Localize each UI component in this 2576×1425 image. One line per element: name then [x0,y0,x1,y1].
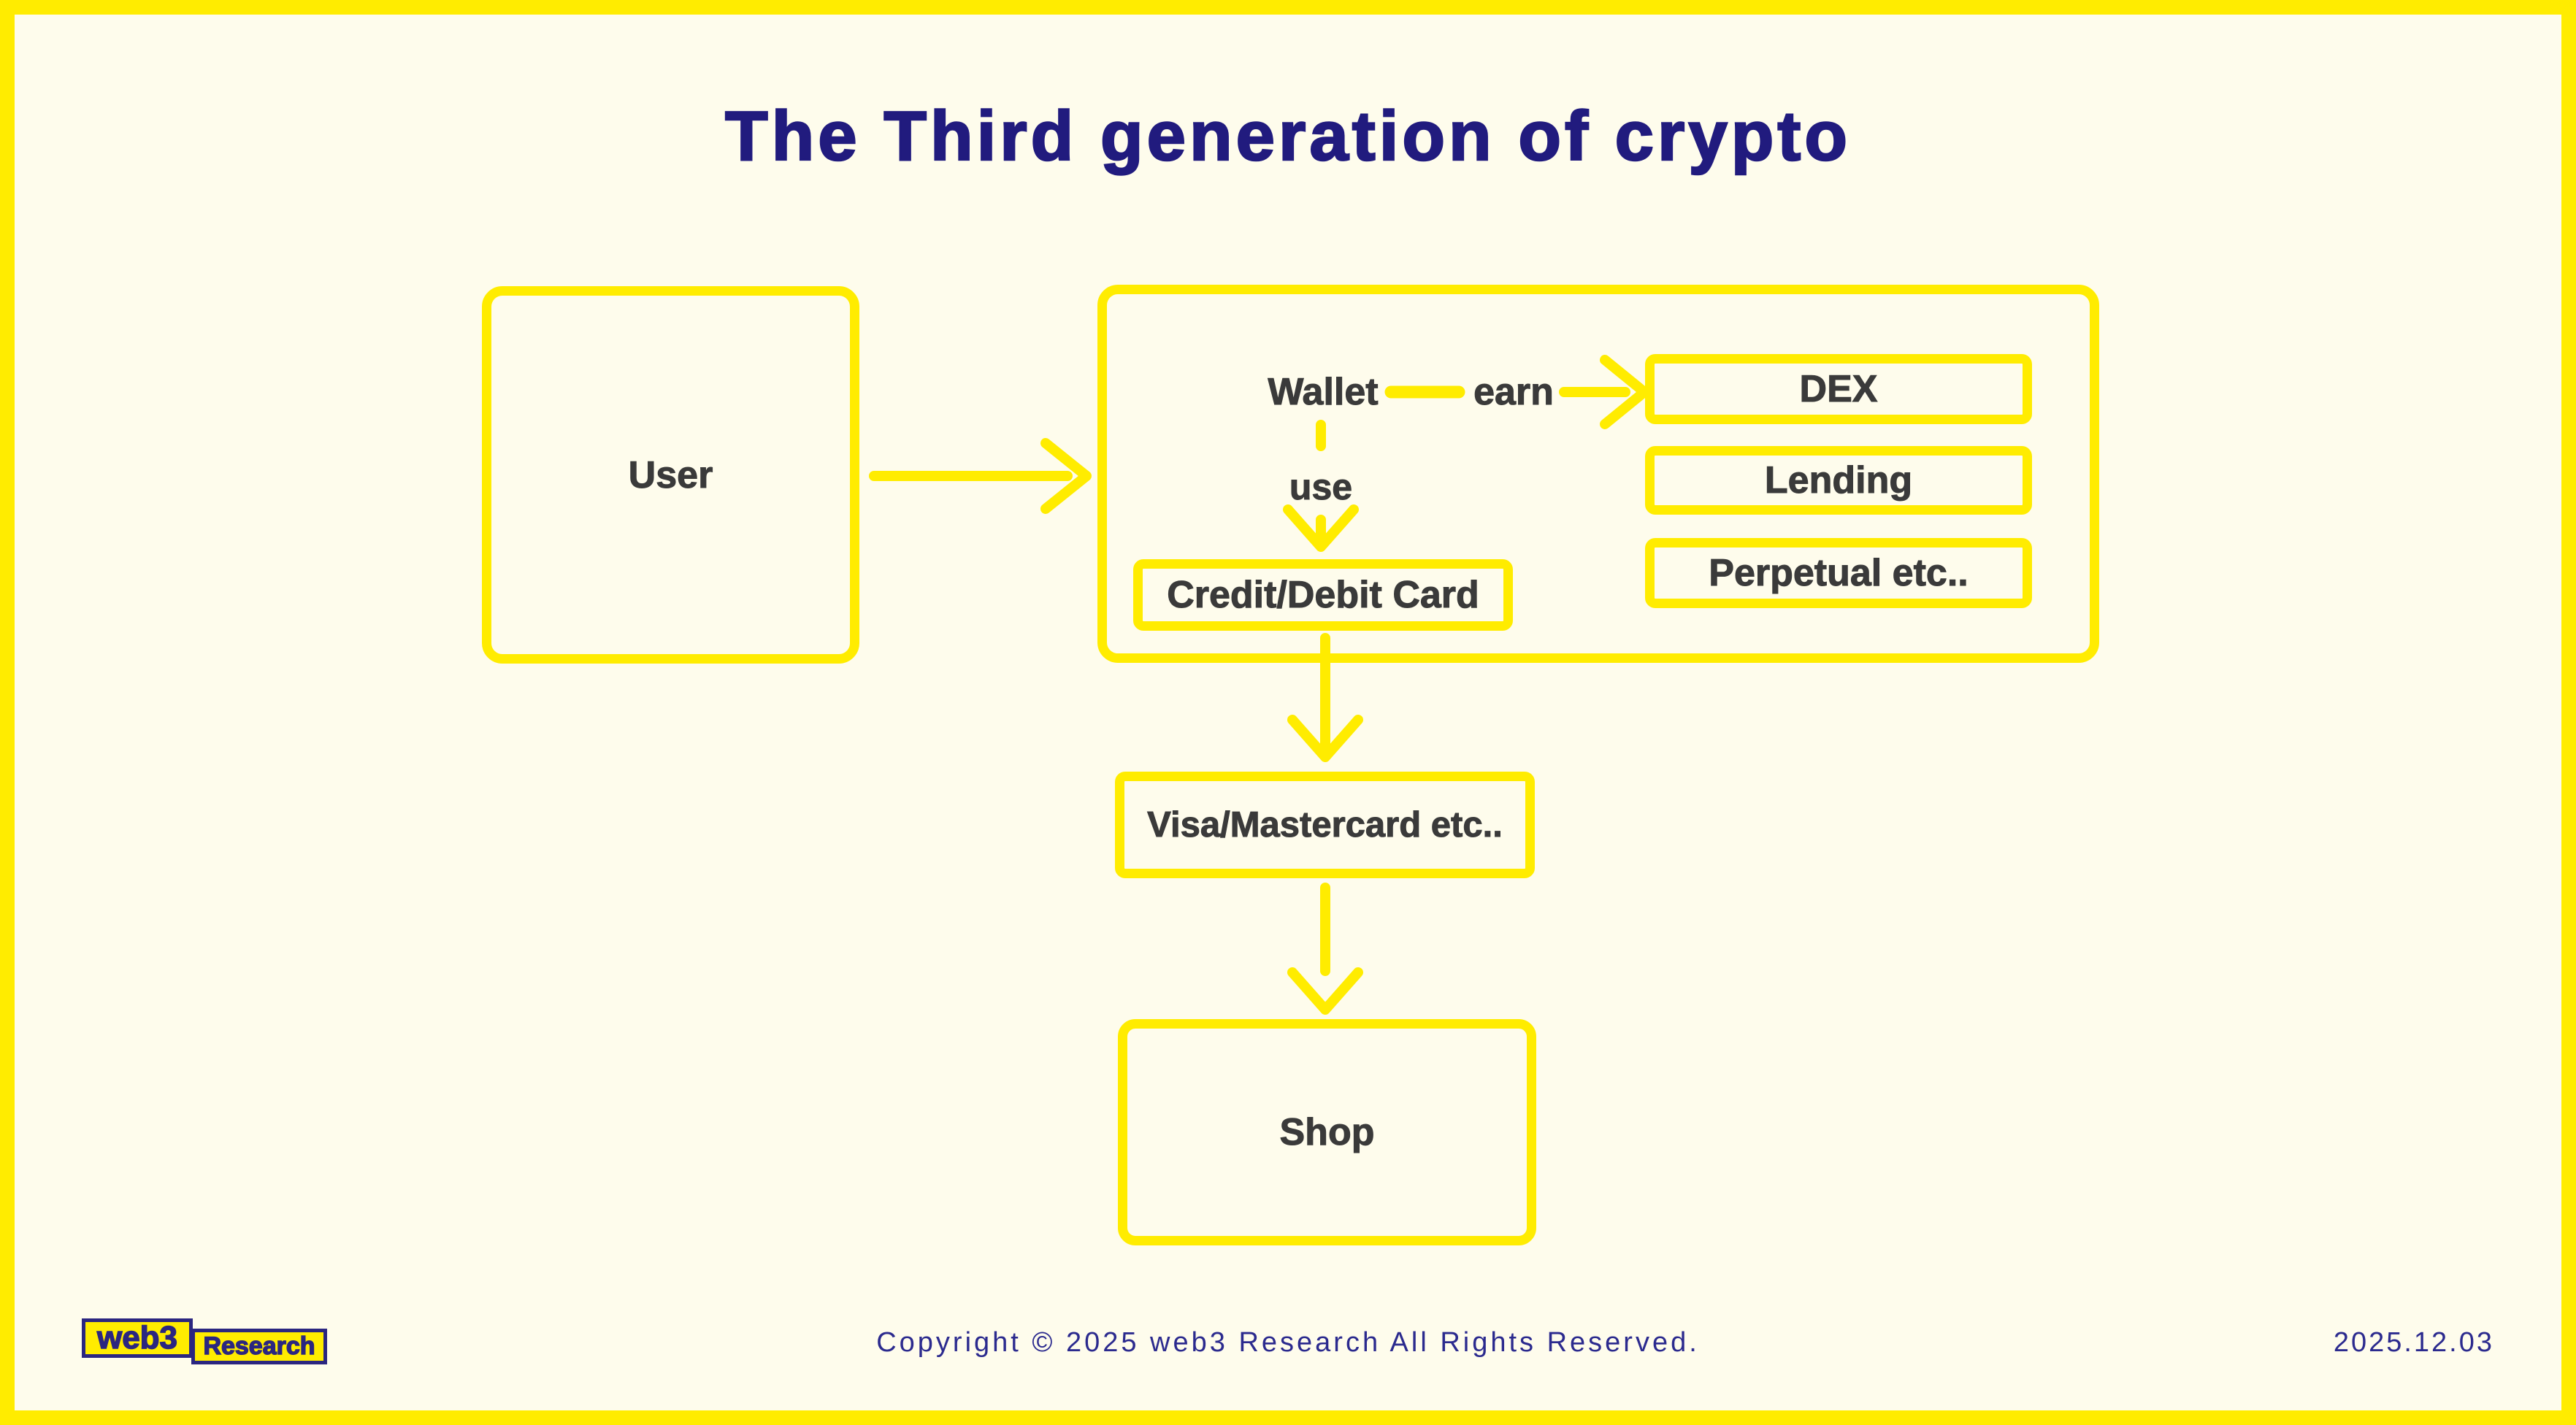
shop-node: Shop [1118,1019,1536,1245]
credit-debit-card-node: Credit/Debit Card [1133,559,1513,631]
logo-research-text: Research [203,1332,316,1361]
dex-node: DEX [1645,354,2032,424]
arrow-visa-to-shop-icon [1287,883,1363,1015]
logo-web3-text: web3 [96,1319,178,1356]
use-label: use [1289,466,1353,507]
credit-debit-card-label: Credit/Debit Card [1167,574,1480,617]
logo-web3-badge: web3 [82,1318,193,1358]
lending-node-label: Lending [1764,459,1913,502]
copyright-text: Copyright © 2025 web3 Research All Right… [876,1327,1700,1358]
wallet-label: Wallet [1268,371,1379,413]
arrow-earn-to-dex-icon [1559,355,1649,429]
page-title: The Third generation of crypto [724,96,1852,177]
lending-node: Lending [1645,446,2032,515]
logo-research-badge: Research [191,1329,327,1364]
visa-mastercard-label: Visa/Mastercard etc.. [1147,805,1503,845]
arrow-use-to-credit-icon [1283,504,1359,552]
earn-label: earn [1473,371,1555,413]
arrow-credit-to-visa-icon [1287,633,1363,762]
perpetual-node: Perpetual etc.. [1645,538,2032,608]
user-node-label: User [628,453,713,496]
perpetual-node-label: Perpetual etc.. [1709,552,1969,595]
date-text: 2025.12.03 [2333,1327,2494,1358]
visa-mastercard-node: Visa/Mastercard etc.. [1115,772,1535,878]
user-node: User [482,286,859,664]
arrow-user-to-wallet-icon [869,438,1092,514]
web3-research-logo: web3 Research [82,1318,330,1367]
wallet-container-node [1097,285,2099,663]
dex-node-label: DEX [1799,368,1878,411]
shop-node-label: Shop [1279,1111,1375,1154]
